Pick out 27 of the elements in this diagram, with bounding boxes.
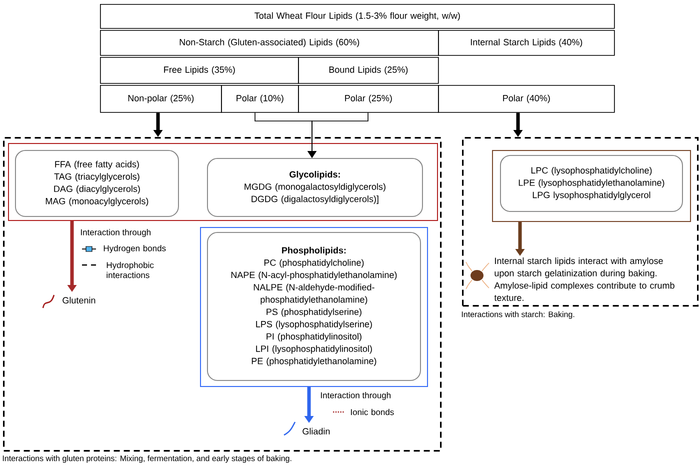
table-cell: Non-polar (25%)	[100, 85, 222, 113]
rounded-box: FFA (free fatty acids) TAG (triacylglycerols) DAG (diacylglycerols) MAG (monoacylglycerols)	[15, 150, 179, 217]
table-cell: Polar (40%)	[438, 85, 615, 113]
legend-item: Ionic bonds	[333, 408, 394, 416]
table-cell: Free Lipids (35%)	[100, 57, 299, 84]
table-cell: Bound Lipids (25%)	[298, 57, 439, 84]
rounded-box: LPC (lysophosphatidylcholine) LPE (lysophosphatidylethanolamine) LPG lysophosphatidylglycerol	[500, 155, 683, 212]
node-label: Interactions with starch: Baking.	[462, 311, 574, 319]
group-box	[8, 143, 438, 221]
table-cell: Polar (25%)	[298, 85, 439, 113]
protein-label: Glutenin	[62, 296, 96, 304]
annotation-text: Interaction through	[80, 229, 150, 237]
note-text: Internal starch lipids interact with amylose upon starch gelatinization during baking. Amylose-lipid complexes contribute to crumb texture.	[494, 257, 674, 301]
group-box	[492, 150, 692, 222]
dashed-frame	[3, 137, 442, 452]
legend-item: Hydrophobic interactions	[82, 262, 154, 278]
table-cell: Polar (10%)	[221, 85, 299, 113]
node-label: Interactions with gluten proteins: Mixing, fermentation, and early stages of baking.	[2, 455, 292, 463]
legend-item: Hydrogen bonds	[82, 245, 166, 253]
protein-label: Gliadin	[302, 428, 330, 435]
table-cell: Total Wheat Flour Lipids (1.5-3% flour weight, w/w)	[100, 4, 615, 29]
annotation-text: Interaction through	[321, 392, 391, 400]
table-cell: Internal Starch Lipids (40%)	[438, 30, 615, 56]
dashed-frame	[462, 137, 699, 307]
rounded-box: Phospholipids: PC (phosphatidylcholine) NAPE (N-acyl-phosphatidylethanolamine) NALPE (N-aldehyde-modified-phosphatidylethanolamine) PS (phosphatidylserine) LPS (lysophosphatidylserine) PI (phosphatidylinositol) LPI (lysophosphatidylinositol) PE (phosphatidylethanolamine)	[207, 232, 421, 381]
rounded-box: Glycolipids: MGDG (monogalactosyldiglycerols) DGDG (digalactosyldiglycerols)]	[207, 158, 423, 217]
table-cell: Non-Starch (Gluten-associated) Lipids (60%)	[100, 30, 439, 56]
